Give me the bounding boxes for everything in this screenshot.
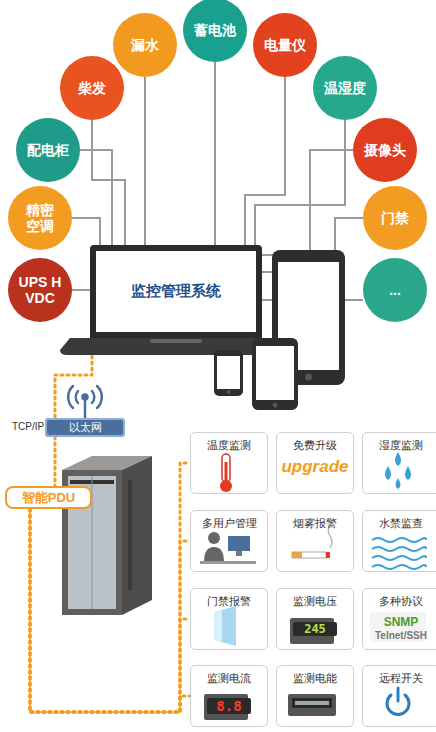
node-text: 监测电流 bbox=[191, 671, 267, 686]
system-circle: ... bbox=[363, 258, 427, 322]
pdu-label: 智能PDU bbox=[5, 486, 92, 509]
router-antenna bbox=[68, 386, 102, 418]
network-link bbox=[54, 437, 57, 486]
monitor-link bbox=[245, 77, 285, 245]
node-text: 温度监测 bbox=[191, 438, 267, 453]
router-box: 以太网 bbox=[45, 418, 125, 437]
node-text: 监测电压 bbox=[277, 594, 353, 609]
node-text: 监测电能 bbox=[277, 671, 353, 686]
system-circle: 柴发 bbox=[60, 56, 124, 120]
system-circle: 摄像头 bbox=[353, 118, 417, 182]
protocol-label: TCP/IP bbox=[12, 421, 44, 432]
feature-box: 水禁监查 bbox=[362, 510, 436, 572]
monitor-link bbox=[262, 150, 353, 255]
node-text: UPS HVDC bbox=[15, 274, 65, 306]
node-text: 门禁 bbox=[381, 210, 409, 226]
monitor-link bbox=[72, 218, 100, 245]
node-text: 柴发 bbox=[78, 80, 106, 96]
system-circle: 精密空调 bbox=[8, 186, 72, 250]
monitor-link bbox=[72, 289, 90, 291]
node-text: 配电柜 bbox=[27, 142, 69, 158]
system-circle: 蓄电池 bbox=[183, 0, 247, 62]
feature-box: 监测电压 245 bbox=[276, 588, 354, 650]
node-text: 多种协议 bbox=[363, 594, 436, 609]
cigarette-icon bbox=[292, 524, 332, 558]
feature-box: 门禁报警 bbox=[190, 588, 268, 650]
system-circle: 配电柜 bbox=[16, 118, 80, 182]
monitor-link bbox=[80, 150, 112, 245]
system-circle: 电量仪 bbox=[253, 13, 317, 77]
node-text: 漏水 bbox=[131, 37, 159, 53]
node-text: 智能PDU bbox=[22, 489, 75, 507]
feature-box: 湿度监测 bbox=[362, 432, 436, 494]
node-text: 精密空调 bbox=[25, 202, 55, 234]
node-text: 免费升级 bbox=[277, 438, 353, 453]
node-text: 烟雾报警 bbox=[277, 516, 353, 531]
detail-text: SNMP bbox=[363, 615, 436, 629]
system-circle: UPS HVDC bbox=[8, 258, 72, 322]
multi-user-icon bbox=[200, 532, 256, 564]
feature-box: 远程开关 bbox=[362, 665, 436, 727]
node-text: ... bbox=[389, 282, 401, 298]
water-wave-icon bbox=[372, 538, 426, 569]
monitor-link bbox=[214, 62, 216, 245]
monitor-link bbox=[255, 120, 345, 245]
temperature-icon bbox=[220, 454, 232, 492]
feature-box: 温度监测 bbox=[190, 432, 268, 494]
node-text: 监控管理系统 bbox=[131, 282, 221, 301]
system-circle: 温湿度 bbox=[313, 56, 377, 120]
feature-box: 免费升级 upgrade bbox=[276, 432, 354, 494]
node-text: 水禁监查 bbox=[363, 516, 436, 531]
node-text: 以太网 bbox=[69, 420, 102, 435]
node-text: 门禁报警 bbox=[191, 594, 267, 609]
monitor-link bbox=[92, 120, 125, 245]
feature-box: 烟雾报警 bbox=[276, 510, 354, 572]
humidity-icon bbox=[385, 452, 411, 489]
node-text: 摄像头 bbox=[364, 142, 406, 158]
rack-cabinet bbox=[62, 456, 152, 615]
detail-text: upgrade bbox=[277, 457, 353, 477]
feature-box: 监测电能 bbox=[276, 665, 354, 727]
node-text: 湿度监测 bbox=[363, 438, 436, 453]
monitor-link bbox=[144, 77, 146, 245]
feature-box: 监测电流 8.8 bbox=[190, 665, 268, 727]
power-switch-icon bbox=[387, 688, 409, 714]
door-icon bbox=[214, 606, 236, 646]
phone bbox=[214, 338, 298, 410]
node-text: 温湿度 bbox=[324, 80, 366, 96]
system-circle: 门禁 bbox=[363, 186, 427, 250]
node-text: 多用户管理 bbox=[191, 516, 267, 531]
laptop-screen: 监控管理系统 bbox=[90, 245, 262, 338]
feature-box: 多种协议 SNMPTelnet/SSH bbox=[362, 588, 436, 650]
detail-text: 8.8 bbox=[207, 698, 251, 714]
feature-box: 多用户管理 bbox=[190, 510, 268, 572]
detail-text: 245 bbox=[293, 622, 337, 636]
energy-meter-icon bbox=[288, 694, 336, 716]
node-text: 远程开关 bbox=[363, 671, 436, 686]
detail-text: Telnet/SSH bbox=[363, 630, 436, 641]
node-text: 蓄电池 bbox=[194, 22, 236, 38]
node-text: 电量仪 bbox=[264, 37, 306, 53]
system-circle: 漏水 bbox=[113, 13, 177, 77]
